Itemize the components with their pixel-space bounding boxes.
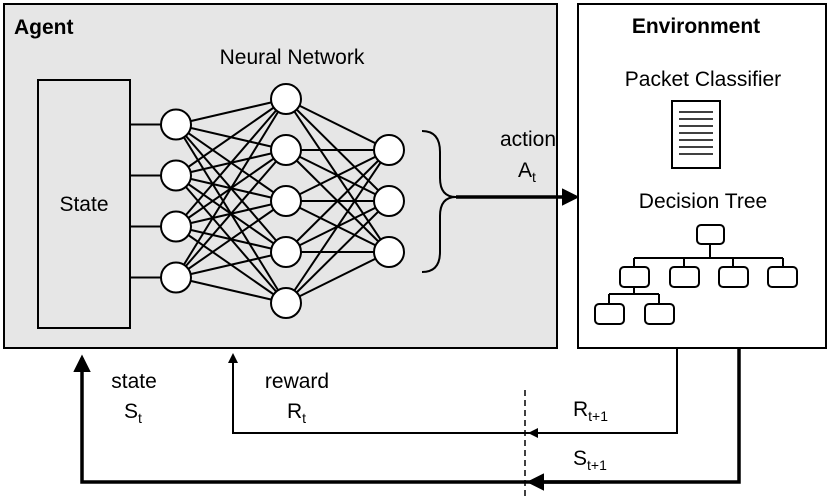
environment-title: Environment — [632, 15, 760, 38]
document-icon — [671, 100, 721, 169]
network-connection — [175, 98, 287, 279]
network-node-layer-3 — [373, 134, 405, 166]
reward-symbol: Rt — [287, 400, 306, 426]
network-connection — [175, 149, 287, 279]
network-connection — [285, 251, 390, 304]
network-node-layer-1 — [160, 159, 192, 192]
network-node-layer-3 — [373, 236, 405, 268]
network-connection — [285, 98, 390, 151]
network-connection — [175, 200, 287, 279]
next-reward-symbol: Rt+1 — [573, 398, 608, 424]
network-nodes — [160, 83, 405, 319]
tree-label: Decision Tree — [639, 190, 767, 213]
next-reward-feedback-arrow — [228, 348, 678, 434]
network-node-layer-2 — [270, 287, 302, 319]
network-node-layer-1 — [160, 210, 192, 243]
network-connection — [285, 149, 390, 253]
network-node-layer-3 — [373, 185, 405, 217]
network-connection — [175, 98, 287, 228]
network-label: Neural Network — [220, 46, 365, 69]
network-connection — [285, 149, 390, 202]
network-connections — [130, 98, 390, 304]
action-word: action — [500, 128, 556, 151]
reward-word: reward — [265, 370, 329, 393]
agent-title: Agent — [14, 16, 74, 39]
action-symbol: At — [518, 159, 536, 185]
network-node-layer-1 — [160, 108, 192, 141]
network-connection — [285, 200, 390, 304]
state-box — [37, 79, 131, 329]
network-node-layer-1 — [160, 261, 192, 294]
network-connection — [175, 251, 287, 279]
state-box-label: State — [59, 193, 108, 216]
network-connection — [175, 98, 287, 126]
network-node-layer-2 — [270, 83, 302, 115]
network-node-layer-2 — [270, 185, 302, 217]
classifier-label: Packet Classifier — [625, 68, 781, 91]
next-state-feedback-arrow — [73, 348, 741, 484]
network-connection — [175, 276, 287, 304]
network-node-layer-2 — [270, 134, 302, 166]
decision-tree-icon — [594, 224, 798, 325]
network-node-layer-2 — [270, 236, 302, 268]
state-word: state — [111, 370, 157, 393]
network-connection — [175, 98, 287, 177]
network-connection — [285, 149, 390, 304]
next-state-symbol: St+1 — [573, 447, 607, 473]
environment-box — [577, 3, 827, 349]
state-symbol: St — [124, 400, 142, 426]
